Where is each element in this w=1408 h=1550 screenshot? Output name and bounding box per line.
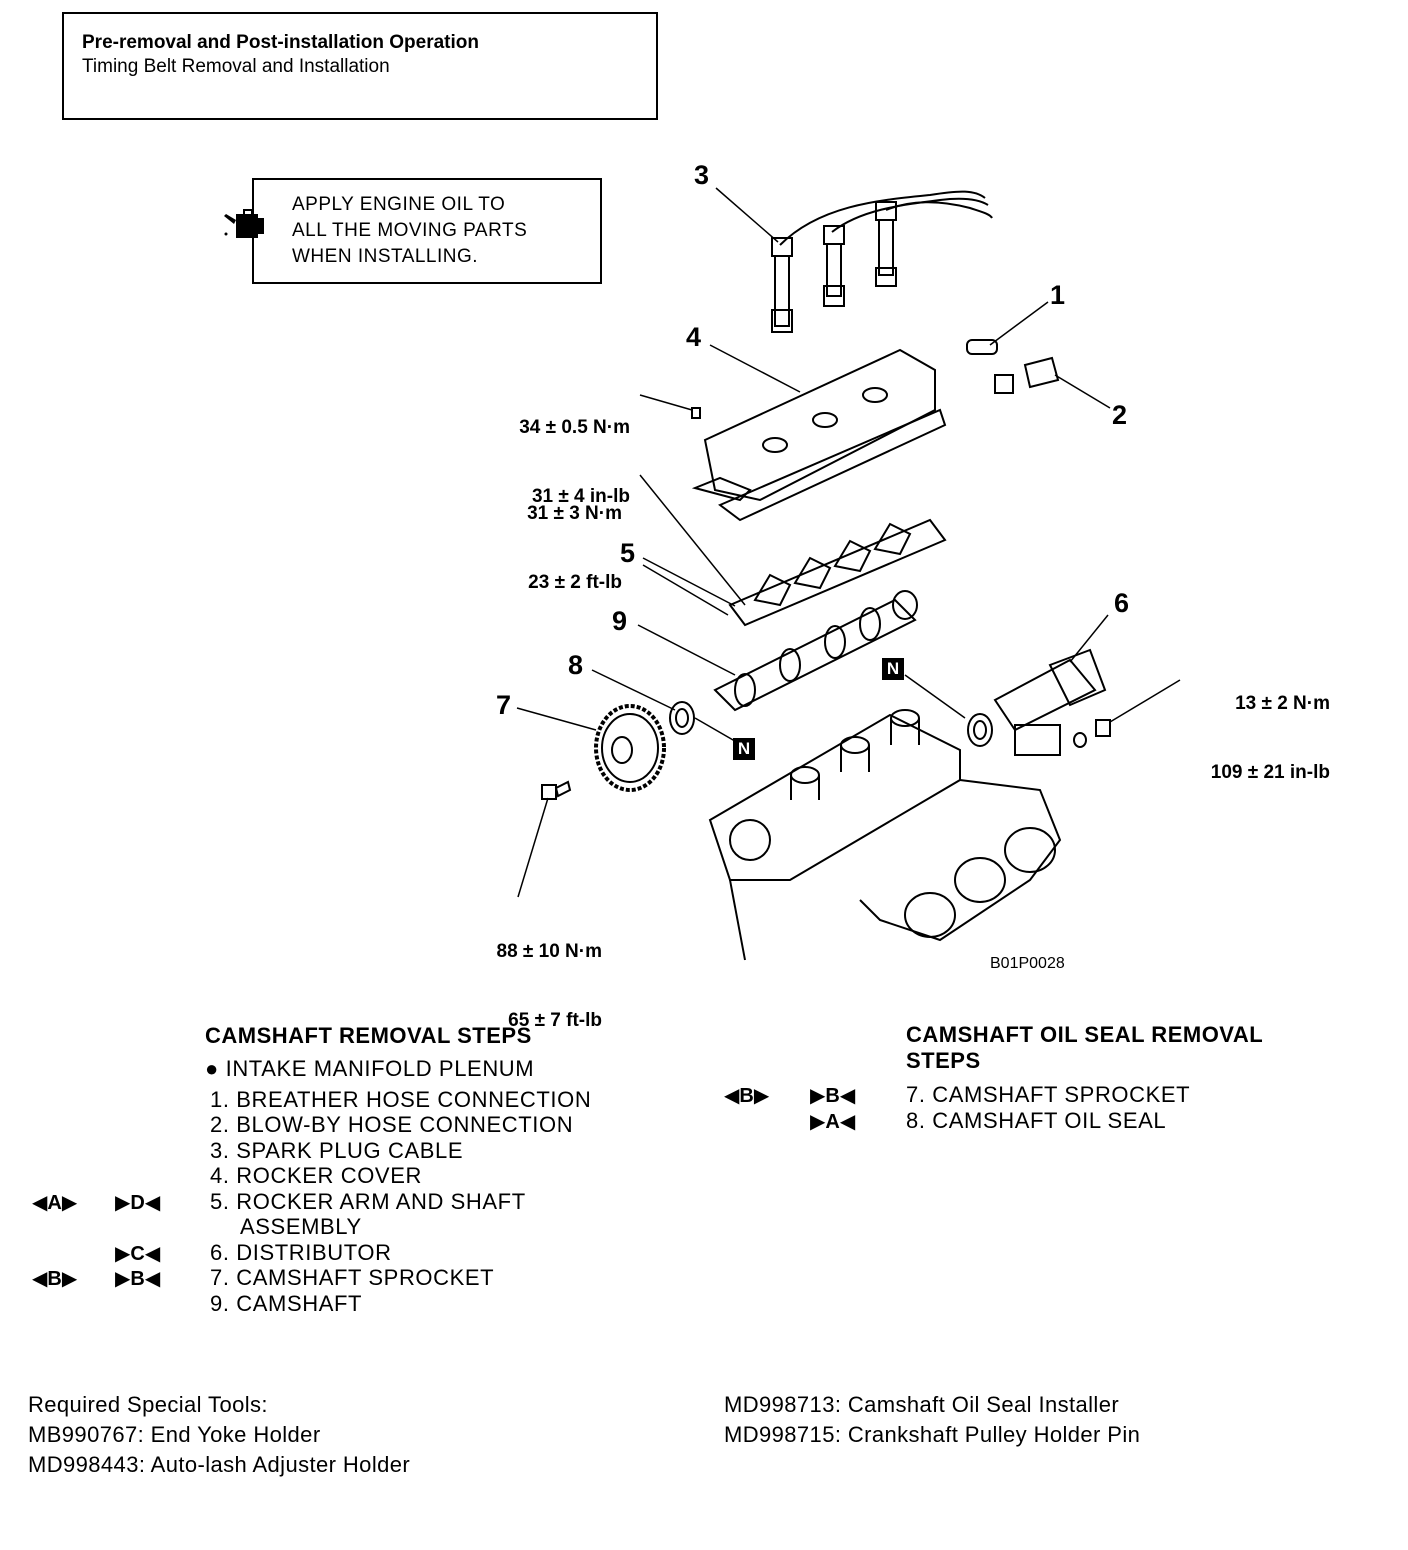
- torque-line: 23 ± 2 ft-lb: [528, 572, 622, 593]
- heading-line: CAMSHAFT OIL SEAL REMOVAL: [906, 1022, 1264, 1047]
- step-number: 1.: [210, 1087, 230, 1112]
- torque-line: 31 ± 4 in-lb: [531, 486, 630, 507]
- step-number: 6.: [210, 1240, 230, 1265]
- torque-line: 88 ± 10 N·m: [496, 941, 602, 962]
- step-number: 8.: [906, 1108, 926, 1133]
- camshaft-sprocket-drawing: [594, 704, 666, 792]
- step-text: ROCKER ARM AND SHAFT: [236, 1189, 526, 1214]
- operation-subtitle: Timing Belt Removal and Installation: [82, 56, 390, 77]
- installation-service-mark: ▶B◀: [810, 1085, 856, 1107]
- callout-4: 4: [686, 322, 702, 352]
- camshaft-oil-seal-drawing: [669, 701, 695, 735]
- step-text: BLOW-BY HOSE CONNECTION: [236, 1112, 574, 1137]
- torque-line: 31 ± 3 N·m: [527, 503, 622, 524]
- rocker-cover-drawing: [691, 348, 947, 522]
- torque-line: 13 ± 2 N·m: [1235, 693, 1330, 714]
- step-number: 5.: [210, 1189, 230, 1214]
- list-item-continuation: ASSEMBLY: [240, 1214, 362, 1239]
- step-text: INTAKE MANIFOLD PLENUM: [225, 1056, 535, 1081]
- callout-1: 1: [1050, 280, 1066, 310]
- heading-line: STEPS: [906, 1048, 981, 1073]
- torque-spec-distributor: 13 ± 2 N·m 109 ± 21 in-lb: [1140, 646, 1330, 807]
- tools-heading: Required Special Tools:: [28, 1392, 268, 1417]
- breather-hose-drawing: [966, 339, 1060, 394]
- callout-9: 9: [612, 606, 628, 636]
- tool-item: MD998443: Auto-lash Adjuster Holder: [28, 1452, 411, 1477]
- spark-plug-cable-drawing: [771, 190, 993, 333]
- camshaft-drawing: [713, 590, 918, 712]
- installation-service-mark: ▶C◀: [115, 1243, 161, 1265]
- step-text: CAMSHAFT OIL SEAL: [932, 1108, 1167, 1133]
- oil-note-line: WHEN INSTALLING.: [292, 246, 479, 267]
- step-number: 7.: [906, 1082, 926, 1107]
- oil-seal-steps-heading: CAMSHAFT OIL SEAL REMOVAL STEPS: [906, 1022, 1263, 1074]
- operation-header-box: Pre-removal and Post-installation Operat…: [62, 12, 658, 120]
- step-bullet: ●: [205, 1056, 219, 1081]
- special-tools-right: MD998713: Camshaft Oil Seal Installer MD…: [724, 1390, 1140, 1450]
- cylinder-head-drawing: [708, 709, 1062, 961]
- callout-5: 5: [620, 538, 636, 568]
- step-number: 3.: [210, 1138, 230, 1163]
- removal-service-mark: ◀A▶: [32, 1192, 78, 1214]
- torque-spec-sprocket: 88 ± 10 N·m 65 ± 7 ft-lb: [412, 894, 602, 1055]
- list-item: 7. CAMSHAFT SPROCKET: [906, 1082, 1190, 1108]
- list-item: 7. CAMSHAFT SPROCKET: [210, 1265, 494, 1291]
- callout-3: 3: [694, 160, 710, 190]
- list-item: 2. BLOW-BY HOSE CONNECTION: [210, 1112, 573, 1138]
- step-text: SPARK PLUG CABLE: [236, 1138, 464, 1163]
- tool-item: MD998715: Crankshaft Pulley Holder Pin: [724, 1422, 1141, 1447]
- special-tools-left: Required Special Tools: MB990767: End Yo…: [28, 1390, 410, 1480]
- installation-service-mark: ▶A◀: [810, 1111, 856, 1133]
- step-text: BREATHER HOSE CONNECTION: [236, 1087, 592, 1112]
- sprocket-bolt-drawing: [541, 780, 572, 800]
- removal-service-mark: ◀B▶: [724, 1085, 770, 1107]
- oil-note-line: APPLY ENGINE OIL TO: [292, 194, 506, 215]
- list-item: 5. ROCKER ARM AND SHAFT: [210, 1189, 526, 1215]
- step-number: 2.: [210, 1112, 230, 1137]
- torque-line: 65 ± 7 ft-lb: [508, 1010, 602, 1031]
- step-text: CAMSHAFT SPROCKET: [932, 1082, 1191, 1107]
- camshaft-exploded-diagram: [516, 187, 1181, 961]
- list-item: 9. CAMSHAFT: [210, 1291, 362, 1317]
- leader-lines: [516, 187, 1181, 898]
- tool-item: MB990767: End Yoke Holder: [28, 1422, 321, 1447]
- installation-service-mark: ▶B◀: [115, 1268, 161, 1290]
- callout-6: 6: [1114, 588, 1130, 618]
- new-part-mark: N: [733, 738, 755, 760]
- rocker-arm-assembly-drawing: [728, 518, 947, 627]
- list-item: 6. DISTRIBUTOR: [210, 1240, 392, 1266]
- installation-service-mark: ▶D◀: [115, 1192, 161, 1214]
- torque-spec-rocker-arm: 31 ± 3 N·m 23 ± 2 ft-lb: [432, 456, 622, 617]
- list-item: ● INTAKE MANIFOLD PLENUM: [205, 1056, 534, 1082]
- step-number: 4.: [210, 1163, 230, 1188]
- torque-spec-rocker-cover: 34 ± 0.5 N·m 31 ± 4 in-lb: [440, 370, 630, 531]
- new-part-mark: N: [882, 658, 904, 680]
- figure-id: B01P0028: [990, 955, 1065, 972]
- torque-line: 109 ± 21 in-lb: [1210, 762, 1330, 783]
- callout-8: 8: [568, 650, 584, 680]
- distributor-drawing: [967, 648, 1111, 756]
- list-item: 4. ROCKER COVER: [210, 1163, 422, 1189]
- step-text: CAMSHAFT: [236, 1291, 363, 1316]
- list-item: 1. BREATHER HOSE CONNECTION: [210, 1087, 591, 1113]
- list-item: 3. SPARK PLUG CABLE: [210, 1138, 463, 1164]
- oil-note-box: APPLY ENGINE OIL TO ALL THE MOVING PARTS…: [252, 178, 602, 284]
- torque-line: 34 ± 0.5 N·m: [519, 417, 630, 438]
- operation-title: Pre-removal and Post-installation Operat…: [82, 32, 479, 53]
- list-item: 8. CAMSHAFT OIL SEAL: [906, 1108, 1166, 1134]
- tool-item: MD998713: Camshaft Oil Seal Installer: [724, 1392, 1120, 1417]
- step-number: 9.: [210, 1291, 230, 1316]
- step-text: DISTRIBUTOR: [236, 1240, 392, 1265]
- removal-service-mark: ◀B▶: [32, 1268, 78, 1290]
- step-text: CAMSHAFT SPROCKET: [236, 1265, 495, 1290]
- callout-7: 7: [496, 690, 512, 720]
- step-number: 7.: [210, 1265, 230, 1290]
- removal-steps-heading: CAMSHAFT REMOVAL STEPS: [205, 1023, 532, 1048]
- step-text: ROCKER COVER: [236, 1163, 422, 1188]
- callout-2: 2: [1112, 400, 1128, 430]
- oil-note-line: ALL THE MOVING PARTS: [292, 220, 528, 241]
